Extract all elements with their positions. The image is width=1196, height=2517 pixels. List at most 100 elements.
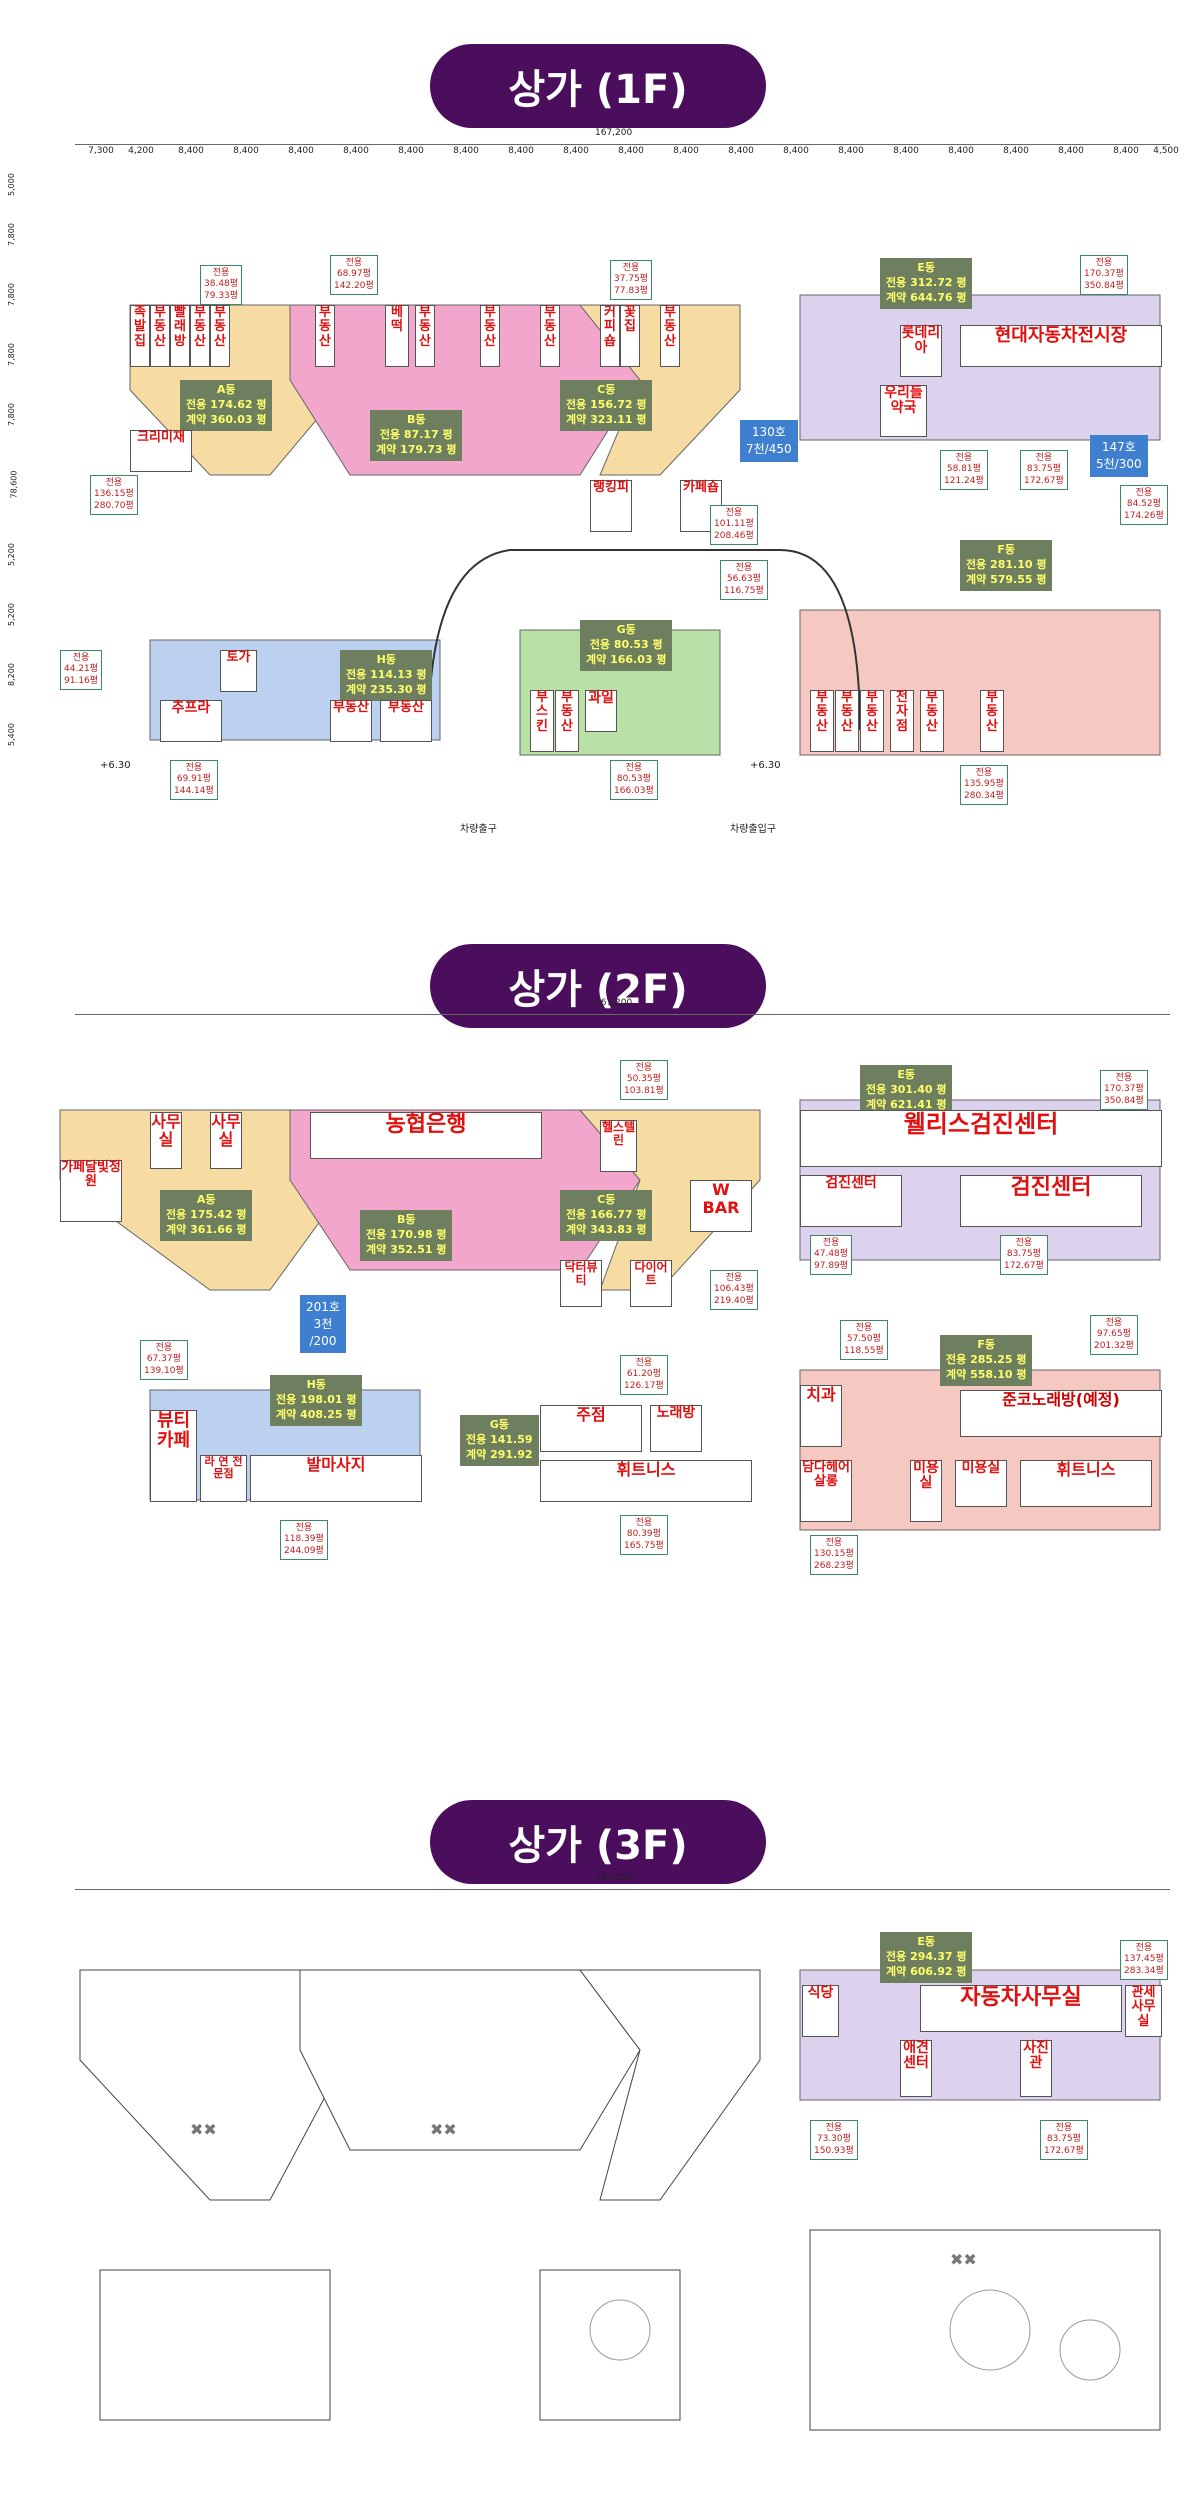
ruler-seg: 8,400 xyxy=(618,146,644,156)
ruler-seg: 8,400 xyxy=(1058,146,1084,156)
vruler-label: 5,400 xyxy=(6,723,16,746)
tenant-label: 검진센터 xyxy=(960,1175,1142,1227)
tenant-label: 부동산 xyxy=(210,305,230,367)
vruler-label: 7,800 xyxy=(6,403,16,426)
floor-3-shapes xyxy=(79,1969,1161,2431)
vehicle-entry-label: 차량출입구 xyxy=(730,824,776,835)
ruler-seg: 8,400 xyxy=(948,146,974,156)
tenant-label: 크리미재 xyxy=(130,430,192,472)
ruler-total: 167,200 xyxy=(595,1873,633,1883)
tenant-label: 랭킹피 xyxy=(590,480,632,532)
tenant-label: 부동산 xyxy=(920,690,944,752)
vruler-label: 5,200 xyxy=(6,603,16,626)
tenant-label: 꽃집 xyxy=(620,305,640,367)
tenant-label: 부동산 xyxy=(660,305,680,367)
tenant-label: 족발집 xyxy=(130,305,150,367)
floor-3-header: 상가 (3F) xyxy=(430,1800,766,1884)
tenant-label: 검진센터 xyxy=(800,1175,902,1227)
tenant-label: 미용실 xyxy=(955,1460,1007,1507)
level-label: +6.30 xyxy=(750,760,781,771)
tenant-label: 부동산 xyxy=(150,305,170,367)
tenant-label: 부동산 xyxy=(835,690,859,752)
tenant-label: 부동산 xyxy=(860,690,884,752)
tenant-label: 노래방 xyxy=(650,1405,702,1452)
tenant-label: 커피숍 xyxy=(600,305,620,367)
tenant-label: 부동산 xyxy=(540,305,560,367)
ruler-total: 167,200 xyxy=(595,998,633,1008)
ruler-seg: 8,400 xyxy=(563,146,589,156)
vruler-label: 5,200 xyxy=(6,543,16,566)
ruler-seg: 8,400 xyxy=(453,146,479,156)
tenant-label: 우리들약국 xyxy=(880,385,927,437)
tenant-label: 사진관 xyxy=(1020,2040,1052,2097)
tenant-label: 농협은행 xyxy=(310,1112,542,1159)
x-mark-icon: ✖✖ xyxy=(190,2120,217,2139)
tenant-label: 부스킨 xyxy=(530,690,554,752)
ruler-seg: 8,400 xyxy=(398,146,424,156)
level-label: +6.30 xyxy=(100,760,131,771)
tenant-label: 빨래방 xyxy=(170,305,190,367)
vehicle-exit-label: 차량출구 xyxy=(460,824,497,835)
tenant-label: 라 연 전문점 xyxy=(200,1455,247,1502)
tenant-label: 부동산 xyxy=(330,700,372,742)
tenant-label: 전자점 xyxy=(890,690,914,752)
vruler-label: 7,800 xyxy=(6,343,16,366)
vruler-label: 8,200 xyxy=(6,663,16,686)
tenant-label: 관세사무실 xyxy=(1125,1985,1162,2037)
vruler-label: 7,800 xyxy=(6,283,16,306)
tenant-label: 부동산 xyxy=(190,305,210,367)
ruler-seg: 8,400 xyxy=(233,146,259,156)
ruler-seg: 7,300 xyxy=(88,146,114,156)
ruler-seg: 8,400 xyxy=(783,146,809,156)
tenant-label: 식당 xyxy=(802,1985,839,2037)
ruler-total: 167,200 xyxy=(595,128,633,138)
ruler-seg: 8,400 xyxy=(178,146,204,156)
tenant-label: 토가 xyxy=(220,650,257,692)
tenant-label: 치과 xyxy=(800,1385,842,1447)
tenant-label: 부동산 xyxy=(980,690,1004,752)
ruler-seg: 4,200 xyxy=(128,146,154,156)
tenant-label: 담다헤어살롱 xyxy=(800,1460,852,1522)
tenant-label: 부동산 xyxy=(810,690,834,752)
tenant-label: 헬스텔린 xyxy=(600,1120,637,1172)
tenant-label: 부동산 xyxy=(315,305,335,367)
tenant-label: 부동산 xyxy=(380,700,432,742)
tenant-label: 자동차사무실 xyxy=(920,1985,1122,2032)
tenant-label: 부동산 xyxy=(480,305,500,367)
x-mark-icon: ✖✖ xyxy=(950,2250,977,2269)
